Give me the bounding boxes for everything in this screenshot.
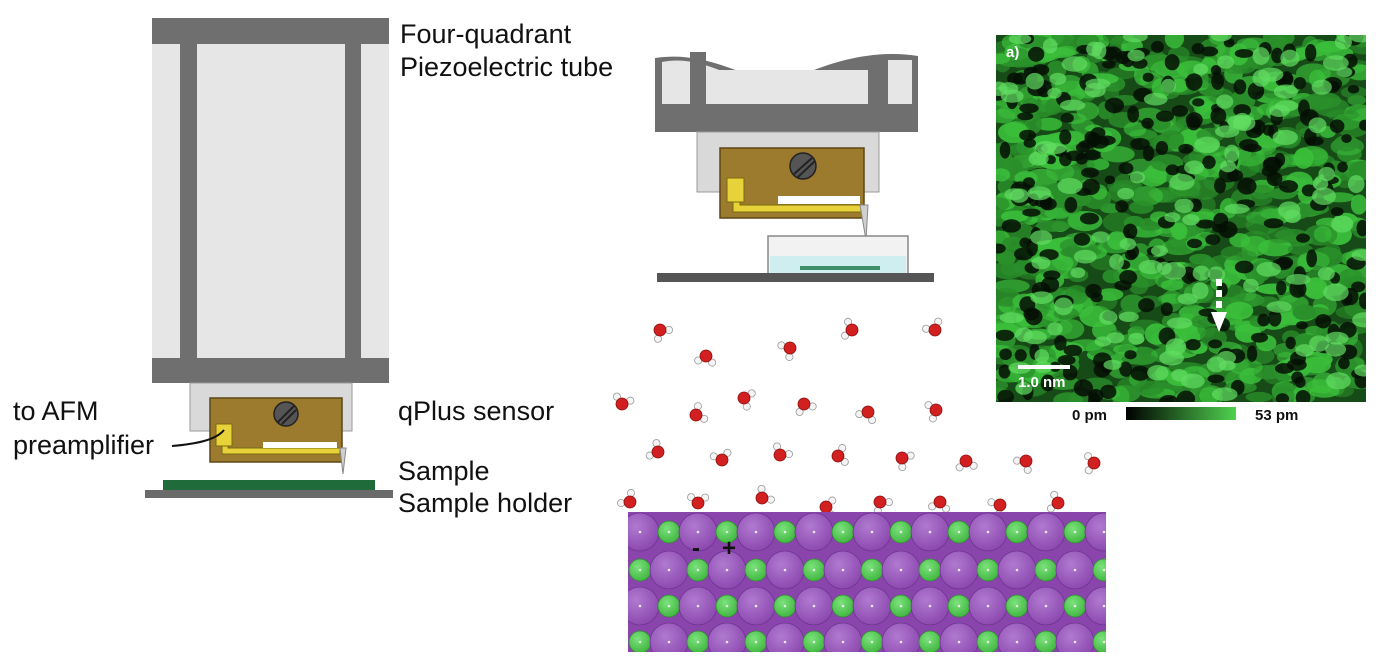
water-molecule xyxy=(737,389,756,411)
sample-layer xyxy=(163,480,375,490)
water-molecule xyxy=(689,402,709,423)
liquid-cell xyxy=(767,235,909,275)
water-molecule xyxy=(777,341,797,361)
label-qplus: qPlus sensor xyxy=(398,396,554,426)
water-molecule xyxy=(922,317,943,337)
water-molecule xyxy=(795,397,817,416)
tip-icon-small xyxy=(859,204,869,241)
water-molecule xyxy=(773,442,793,462)
water-molecule xyxy=(928,495,951,513)
sample-holder-plate xyxy=(145,490,393,498)
water-molecule xyxy=(955,454,978,472)
water-molecule xyxy=(831,444,849,466)
colorbar-max-label: 53 pm xyxy=(1255,407,1298,424)
water-molecule xyxy=(709,448,732,467)
piezo-tube-large xyxy=(152,18,389,383)
water-molecule xyxy=(645,439,665,460)
preamp-wire xyxy=(171,429,225,447)
piezo-tube-small xyxy=(655,52,918,132)
qplus-sensor-large xyxy=(209,397,347,475)
arrow-down-icon xyxy=(1211,279,1227,332)
label-preamp-line2: preamplifier xyxy=(13,430,154,460)
ionic-crystal-lattice xyxy=(628,512,1106,652)
water-molecule xyxy=(855,405,877,425)
water-molecule xyxy=(895,451,915,471)
water-molecule xyxy=(924,401,943,423)
colorbar xyxy=(1126,407,1236,420)
colorbar-min-label: 0 pm xyxy=(1072,407,1107,424)
label-piezo-line2: Piezoelectric tube xyxy=(400,52,613,82)
tip-icon xyxy=(339,447,347,475)
water-molecule xyxy=(612,392,635,411)
water-molecule xyxy=(755,485,775,505)
label-sample: Sample xyxy=(398,456,490,486)
qplus-sensor-small xyxy=(719,147,869,241)
water-molecule xyxy=(1046,490,1065,513)
plus-sign: + xyxy=(722,535,736,562)
water-molecule xyxy=(1084,452,1101,475)
water-molecule xyxy=(653,323,674,343)
afm-panel-label: a) xyxy=(1006,44,1019,61)
scale-bar-label: 1.0 nm xyxy=(1018,374,1066,391)
water-molecule xyxy=(694,349,717,367)
water-molecules xyxy=(612,317,1101,519)
water-molecule xyxy=(841,317,859,340)
water-molecule xyxy=(1013,454,1033,474)
stage-plate xyxy=(657,273,934,282)
label-preamp-line1: to AFM xyxy=(13,396,99,426)
minus-sign: - xyxy=(692,535,700,562)
label-piezo-line1: Four-quadrant xyxy=(400,19,572,49)
water-molecule xyxy=(687,493,710,510)
water-molecule xyxy=(617,489,637,509)
water-molecule xyxy=(873,495,893,515)
afm-image: a) 1.0 nm xyxy=(996,35,1366,402)
scale-bar xyxy=(1018,365,1070,369)
label-sample-holder: Sample holder xyxy=(398,488,572,518)
